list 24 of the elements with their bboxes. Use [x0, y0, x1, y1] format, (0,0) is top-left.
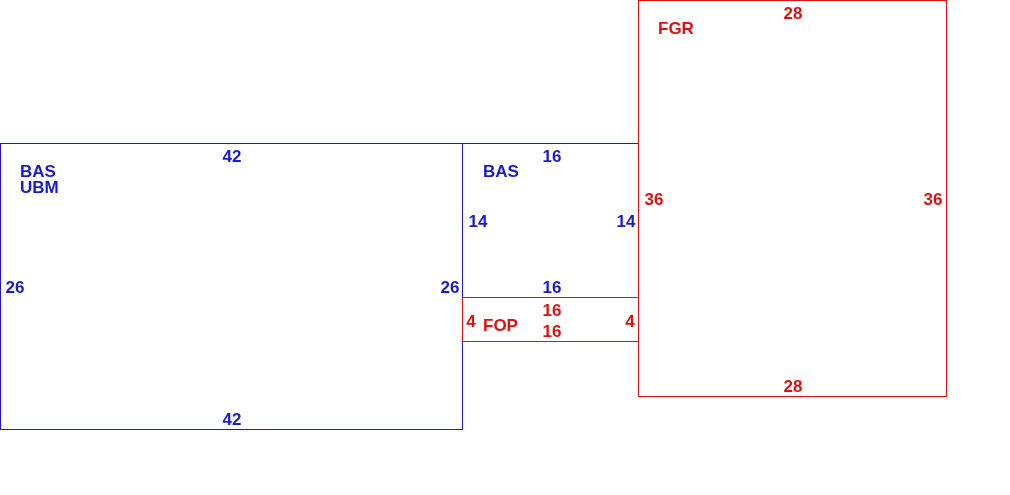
dimension-label: 4	[466, 312, 476, 330]
dimension-label: 36	[923, 190, 943, 208]
dimension-label: 16	[542, 147, 562, 165]
dimension-label: 26	[440, 278, 460, 296]
dimension-label: 42	[222, 147, 242, 165]
dimension-label: 16	[542, 301, 562, 319]
room-outline	[0, 143, 463, 430]
room-code-label: FGR	[658, 21, 694, 37]
room-code-label: UBM	[20, 180, 59, 196]
dimension-label: 36	[644, 190, 664, 208]
dimension-label: 28	[783, 377, 803, 395]
room-code-label: BAS	[483, 164, 519, 180]
dimension-label: 16	[542, 322, 562, 340]
dimension-label: 14	[616, 212, 636, 230]
dimension-label: 42	[222, 410, 242, 428]
room-outline	[638, 0, 947, 397]
dimension-label: 28	[783, 4, 803, 22]
dimension-label: 26	[5, 278, 25, 296]
dimension-label: 16	[542, 278, 562, 296]
room-code-label: BAS	[20, 164, 56, 180]
dimension-label: 14	[468, 212, 488, 230]
room-outline	[462, 297, 639, 342]
dimension-label: 4	[625, 312, 635, 330]
room-code-label: FOP	[483, 318, 518, 334]
